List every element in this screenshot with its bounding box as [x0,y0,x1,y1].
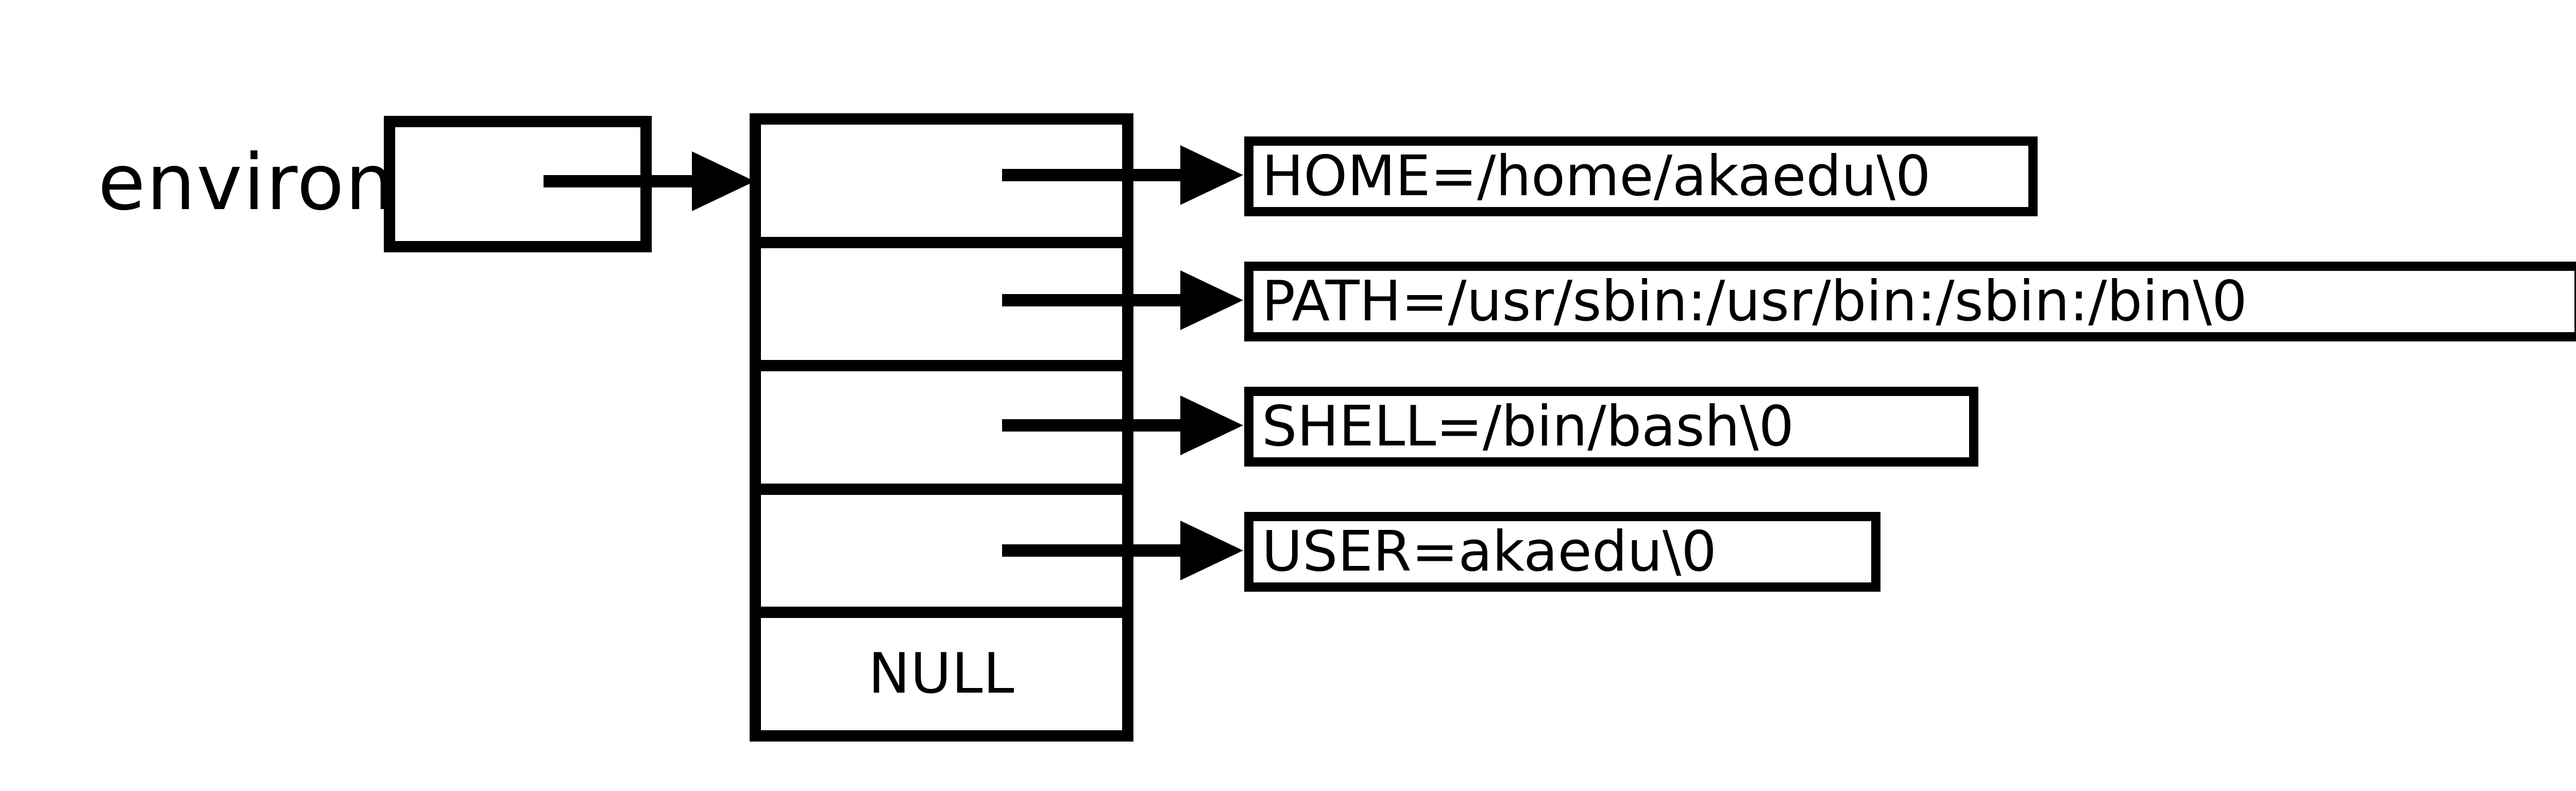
user-string-text: USER=akaedu\0 [1262,519,1717,584]
array-cell-2 [761,371,1122,495]
path-string-box: PATH=/usr/sbin:/usr/bin:/sbin:/bin\0 [1244,262,2576,341]
arrow-head-icon [1180,270,1243,330]
arrow-shaft [1002,169,1181,181]
home-string-box: HOME=/home/akaedu\0 [1244,136,2038,216]
array-cell-1 [761,248,1122,372]
array-cell-0 [761,125,1122,248]
shell-string-box: SHELL=/bin/bash\0 [1244,387,1978,467]
shell-string-text: SHELL=/bin/bash\0 [1262,394,1794,459]
arrow-head-icon [692,151,755,211]
path-string-text: PATH=/usr/sbin:/usr/bin:/sbin:/bin\0 [1262,269,2247,334]
null-label: NULL [868,642,1015,707]
environ-variable-label: environ [98,138,396,228]
user-string-box: USER=akaedu\0 [1244,512,1880,592]
arrow-head-icon [1180,145,1243,205]
arrow-head-icon [1180,396,1243,455]
arrow-shaft [544,175,693,187]
home-string-text: HOME=/home/akaedu\0 [1262,144,1931,209]
arrow-shaft [1002,294,1181,306]
arrow-shaft [1002,544,1181,557]
arrow-shaft [1002,419,1181,432]
array-cell-4-null: NULL [761,618,1122,730]
arrow-head-icon [1180,521,1243,580]
